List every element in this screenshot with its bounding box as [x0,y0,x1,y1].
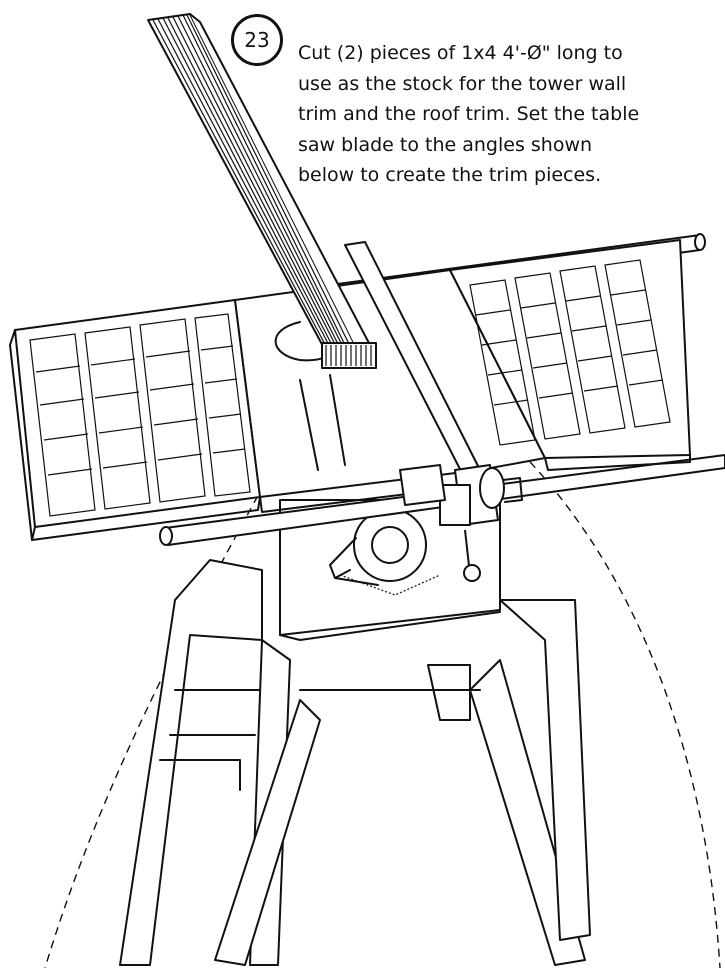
instruction-line: trim and the roof trim. Set the table [298,103,640,125]
left-extension-wing [9,299,261,541]
instruction-line: use as the stock for the tower wall [298,72,627,95]
rip-fence [344,241,499,526]
lumber-board [147,13,377,369]
instruction-line: below to create the trim pieces. [298,164,602,186]
instruction-line: Cut (2) pieces of 1x4 4'-Ø" long to [298,42,623,64]
right-extension-wing [449,239,691,471]
blade-crank [329,508,481,596]
fence-lock-handle [399,464,523,509]
instruction-line: saw blade to the angles shown [298,133,593,156]
step-number-badge: 23 [231,14,283,66]
stand [119,559,591,966]
callout-curve-left [44,359,331,968]
instruction-text: Cut (2) pieces of 1x4 4'-Ø" long to use … [298,38,723,191]
